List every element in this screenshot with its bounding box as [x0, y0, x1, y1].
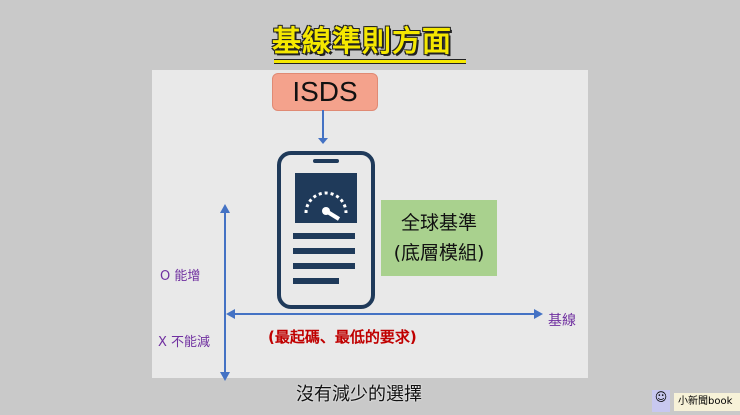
global-line2: (底層模組)	[393, 242, 485, 264]
avatar: ☺	[652, 390, 670, 412]
channel-badge: ☺ 小新聞book	[652, 390, 740, 414]
requirement-text: (最起碼、最低的要求)	[268, 328, 417, 346]
baseline-label: 基線	[548, 313, 576, 329]
title-underline	[274, 59, 466, 64]
vertical-axis	[224, 212, 226, 374]
gauge-icon	[295, 173, 357, 223]
slide-title: 基線準則方面	[272, 24, 453, 58]
phone-gauge-icon	[277, 151, 375, 309]
no-decrease-label: X 不能減	[158, 335, 211, 350]
global-standard-box: 全球基準 (底層模組)	[381, 200, 497, 276]
increase-label: O 能增	[160, 269, 201, 284]
arrow-right-icon	[534, 309, 543, 319]
arrow-down-icon	[220, 372, 230, 381]
arrow-left-icon	[226, 309, 235, 319]
horizontal-axis	[234, 313, 534, 315]
global-line1: 全球基準	[400, 212, 477, 234]
subtitle-caption: 沒有減少的選擇	[296, 384, 422, 405]
isds-box: ISDS	[272, 73, 378, 111]
channel-name: 小新聞book	[674, 393, 740, 411]
arrow-up-icon	[220, 204, 230, 213]
down-arrow	[318, 110, 328, 144]
